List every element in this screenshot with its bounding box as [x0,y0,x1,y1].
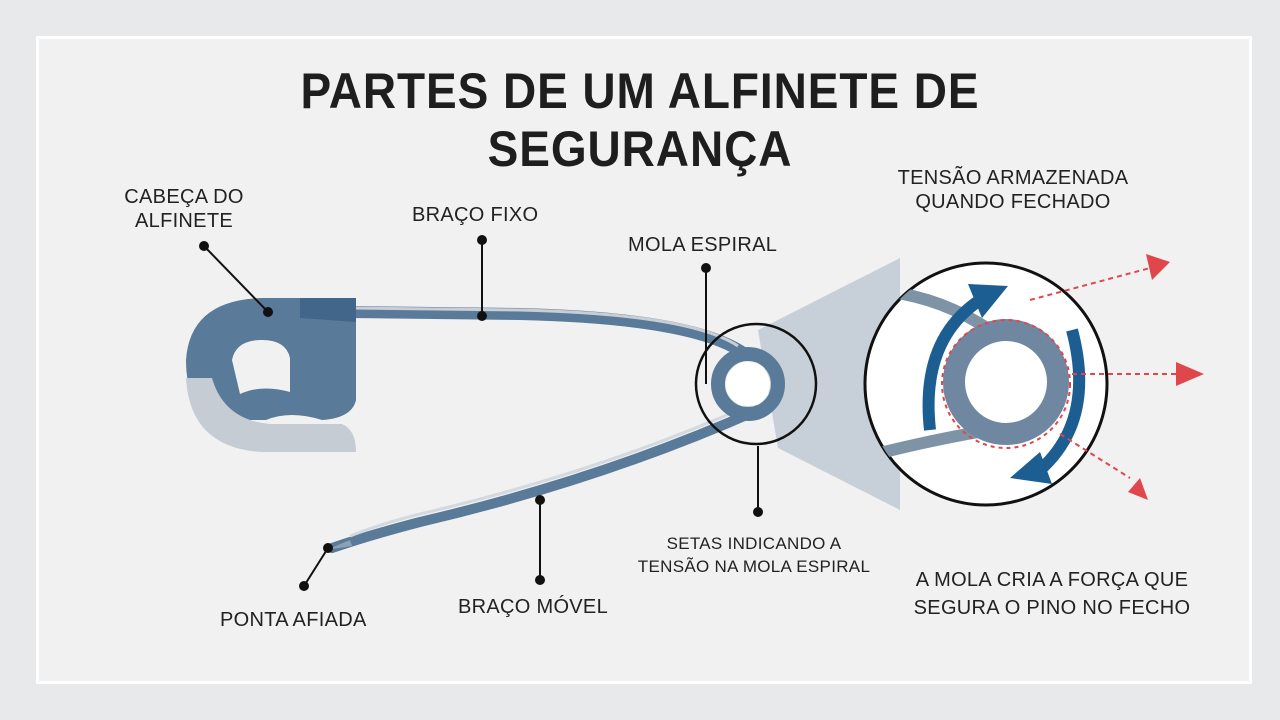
zoom-detail [863,261,1109,507]
diagram-title: PARTES DE UM ALFINETE DE SEGURANÇA [300,63,980,177]
tension-arrow-bottom [1035,328,1086,475]
zoom-cone [758,258,900,510]
label-sharp-point: PONTA AFIADA [220,609,367,631]
label-fixed-arm: BRAÇO FIXO [412,204,539,226]
pin-head [186,298,356,452]
fixed-arm [344,306,748,358]
coil-spring [694,322,818,446]
force-arrows [1029,254,1204,500]
label-pin-head-line2: ALFINETE [135,210,233,232]
leader-lines [199,235,763,591]
label-pin-head-line1: CABEÇA DO [124,186,244,208]
label-stored-tension-line2: QUANDO FECHADO [915,191,1111,213]
spring-note-line1: A MOLA CRIA A FORÇA QUE [915,569,1189,591]
label-coil-spring: MOLA ESPIRAL [628,234,778,256]
spring-note-line2: SEGURA O PINO NO FECHO [913,597,1191,619]
label-tension-arrows-line1: SETAS INDICANDO A [666,534,842,553]
label-tension-arrows-line2: TENSÃO NA MOLA ESPIRAL [637,557,871,576]
label-tension-arrows: SETAS INDICANDO A TENSÃO NA MOLA ESPIRAL [626,532,882,578]
spring-note: A MOLA CRIA A FORÇA QUE SEGURA O PINO NO… [892,566,1212,622]
label-stored-tension-line1: TENSÃO ARMAZENADA [897,167,1129,189]
tension-arrow-top [922,295,984,431]
movable-arm-highlight [349,402,753,538]
label-pin-head: CABEÇA DO ALFINETE [104,185,264,233]
fixed-arm-highlight [349,306,739,348]
movable-arm [327,405,763,553]
label-movable-arm: BRAÇO MÓVEL [458,596,608,618]
label-stored-tension: TENSÃO ARMAZENADA QUANDO FECHADO [873,166,1153,214]
